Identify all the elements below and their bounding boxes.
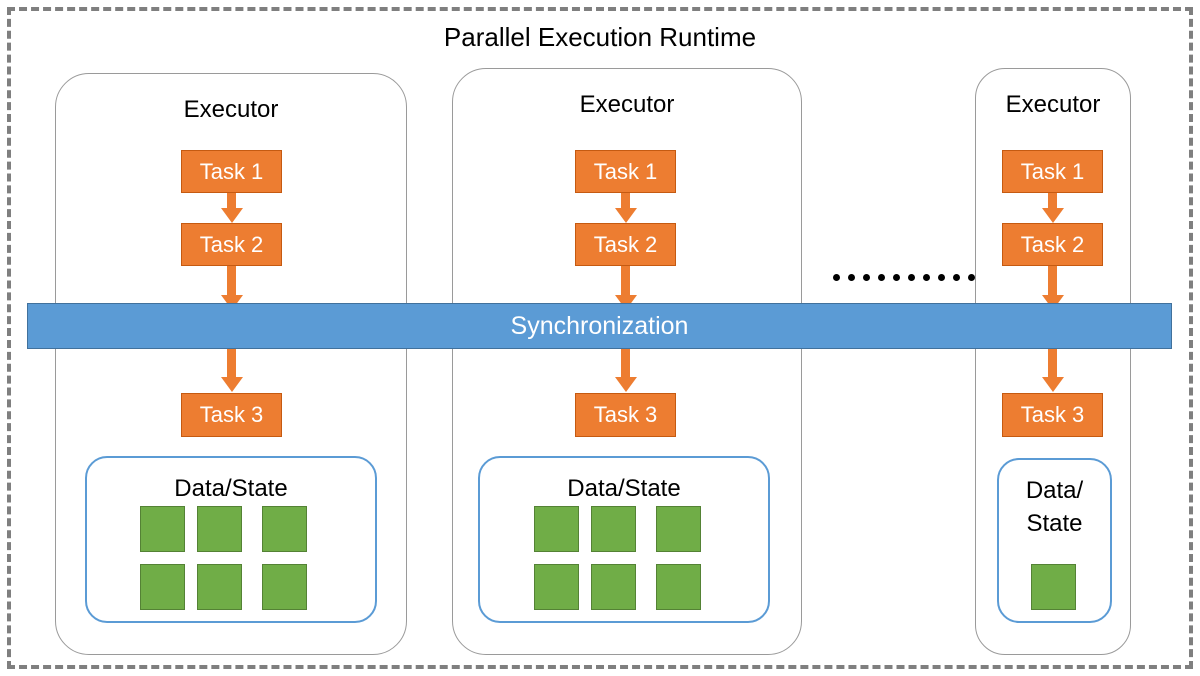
arrow-task2-to-sync-2 (621, 266, 630, 296)
data-cell (656, 506, 701, 552)
arrow-sync-to-task3-2 (621, 349, 630, 378)
page-title: Parallel Execution Runtime (443, 22, 757, 52)
data-cell (197, 506, 242, 552)
datastate-label-2: Data/State (567, 475, 681, 502)
synchronization-bar[interactable]: Synchronization (27, 303, 1172, 349)
task-box-3-2[interactable]: Task 2 (1002, 223, 1103, 266)
data-cell (656, 564, 701, 610)
arrow-task2-to-sync-3 (1048, 266, 1057, 296)
arrow-task2-to-sync-1 (227, 266, 236, 296)
task-box-1-3[interactable]: Task 3 (181, 393, 282, 437)
datastate-label-1: Data/State (174, 475, 288, 502)
executor-label-2: Executor (579, 91, 675, 118)
executor-label-3: Executor (1005, 91, 1101, 118)
data-cell (262, 506, 307, 552)
task-box-1-2[interactable]: Task 2 (181, 223, 282, 266)
data-cell (262, 564, 307, 610)
task-box-2-2[interactable]: Task 2 (575, 223, 676, 266)
arrow-sync-to-task3-3 (1048, 349, 1057, 378)
task-box-2-3[interactable]: Task 3 (575, 393, 676, 437)
data-cell (534, 564, 579, 610)
data-cell (534, 506, 579, 552)
task-box-1-1[interactable]: Task 1 (181, 150, 282, 193)
arrow-task1-to-task2-1 (227, 193, 236, 209)
arrow-task1-to-task2-3 (1048, 193, 1057, 209)
more-executors-ellipsis-icon (833, 274, 1005, 281)
arrow-sync-to-task3-1 (227, 349, 236, 378)
data-cell (1031, 564, 1076, 610)
data-cell (591, 564, 636, 610)
data-cell (140, 564, 185, 610)
arrow-task1-to-task2-2 (621, 193, 630, 209)
task-box-3-1[interactable]: Task 1 (1002, 150, 1103, 193)
data-cell (591, 506, 636, 552)
parallel-execution-runtime-boundary (7, 7, 1193, 669)
data-cell (197, 564, 242, 610)
datastate-label-3: Data/ State (1025, 477, 1084, 537)
data-cell (140, 506, 185, 552)
executor-label-1: Executor (183, 96, 279, 123)
task-box-2-1[interactable]: Task 1 (575, 150, 676, 193)
task-box-3-3[interactable]: Task 3 (1002, 393, 1103, 437)
